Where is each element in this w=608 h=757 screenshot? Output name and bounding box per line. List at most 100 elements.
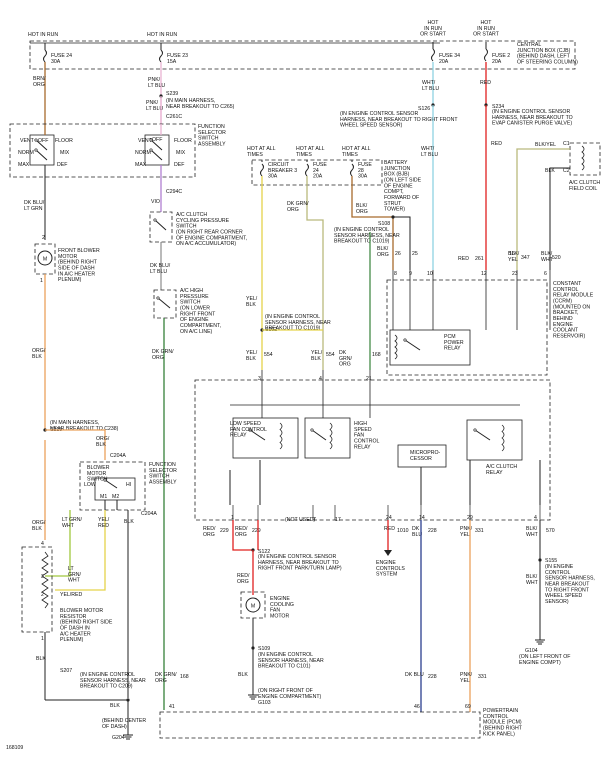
wire-color-label: BLK/YEL <box>508 251 520 263</box>
selector-contact <box>35 149 48 161</box>
front-blower-motor-icon: M <box>43 257 47 263</box>
wire-color-label: BLK/WHT <box>526 526 539 538</box>
wire-color-label: BLK <box>110 703 120 709</box>
ac-high-pressure-switch <box>153 289 177 319</box>
pin-label: 3 <box>41 574 44 580</box>
diagram-id: 168109 <box>6 745 23 751</box>
selector-switch-left <box>29 134 55 166</box>
circuit-number: 331 <box>475 528 484 534</box>
hot-in-run-label: HOT IN RUN <box>28 32 58 38</box>
wire-dk-grn-org <box>306 176 324 370</box>
circuit-number: 261 <box>475 256 484 262</box>
mode-label-def: DEF <box>57 162 67 168</box>
relay-coil-icon <box>394 334 398 360</box>
wire-color-label: VIO <box>151 199 160 205</box>
front-blower-motor-icon <box>37 250 53 266</box>
wire-color-label: YEL/RED <box>60 592 82 598</box>
pin-label: 24 <box>386 515 392 521</box>
switch-position-hi: HI <box>126 482 131 488</box>
wire-color-label: BLK <box>124 519 134 525</box>
wire-yel-red <box>55 510 106 591</box>
s126-label: S126 <box>418 106 430 112</box>
s108-label: S108 <box>378 221 390 227</box>
pin-label: 9 <box>409 271 412 277</box>
wire-color-label: ORG/BLK <box>32 348 46 360</box>
connector-label: C2 <box>563 168 570 174</box>
pin-label: 69 <box>465 704 471 710</box>
mode-label-off2: OFF <box>152 137 162 143</box>
pressure-switch-contact <box>156 296 160 300</box>
blower-switch <box>94 477 136 501</box>
relay-contact <box>249 429 266 441</box>
pin-label: 1 <box>231 515 234 521</box>
pin-label: 4 <box>534 515 537 521</box>
circuit-number: 1010 <box>397 528 409 534</box>
pin-label: 21 <box>366 376 372 382</box>
powertrain-control-module <box>159 711 481 739</box>
low-speed-fan-relay <box>232 417 299 459</box>
circuit-number: 168 <box>180 674 189 680</box>
ccrm-upper <box>386 279 548 376</box>
relay-coil-icon <box>279 422 283 450</box>
ac-clutch-field-coil <box>569 142 601 176</box>
wire-color-label: PNK/LT BLU <box>148 77 165 89</box>
microprocessor-label: MICROPRO-CESSOR <box>410 450 441 462</box>
circuit-number: 331 <box>478 674 487 680</box>
s122-label: S122 <box>258 549 270 555</box>
wire-lt-grn-wht <box>45 510 71 577</box>
wire-color-label: BLK/ORG <box>377 246 389 258</box>
selector-contact <box>149 138 153 142</box>
pressure-switch-contact <box>157 297 171 309</box>
not-used-label: (NOT USED) <box>285 517 315 523</box>
wire-blk-org <box>351 176 394 270</box>
wire-color-label: BLK/WHT <box>541 251 554 263</box>
wire-color-label: BLK <box>238 672 248 678</box>
blower-switch-contact <box>103 478 107 482</box>
switch-position-m2: M2 <box>112 494 119 500</box>
s109-splice <box>251 646 255 650</box>
wire-color-label: BLK <box>36 656 46 662</box>
wire-color-label: RED <box>491 141 502 147</box>
wire-color-label: RED <box>384 526 395 532</box>
wire-red-org <box>232 520 253 551</box>
wire-color-label: LT GRN/WHT <box>62 517 83 529</box>
selector-contact <box>34 138 38 142</box>
engine-cooling-fan-motor-icon: M <box>251 604 255 610</box>
pin-label: 26 <box>395 251 401 257</box>
wire-color-label: RED <box>458 256 469 262</box>
connector-label: C204A <box>141 511 157 517</box>
pin-label: 4 <box>41 541 44 547</box>
wire-color-label: ORG/BLK <box>96 436 110 448</box>
circuit-number: 570 <box>546 528 555 534</box>
wire-color-label: ORG/BLK <box>32 520 46 532</box>
wire-blk <box>549 167 570 270</box>
battery-junction-box <box>251 159 383 186</box>
pin-label: 46 <box>414 704 420 710</box>
mode-label-vent: VENT <box>20 138 35 144</box>
connector-label: C261C <box>166 114 182 120</box>
circuit-number: 554 <box>264 352 273 358</box>
wire-color-label: DK BLU/LT BLU <box>150 263 171 275</box>
relay-contact <box>473 428 477 432</box>
pin-label: 2 <box>41 592 44 598</box>
relay-contact <box>311 429 327 441</box>
wire-color-label: DK BLU/LT GRN <box>24 200 45 212</box>
wire-color-label: RED/ORG <box>203 526 216 538</box>
s239-label: S239 <box>166 91 178 97</box>
